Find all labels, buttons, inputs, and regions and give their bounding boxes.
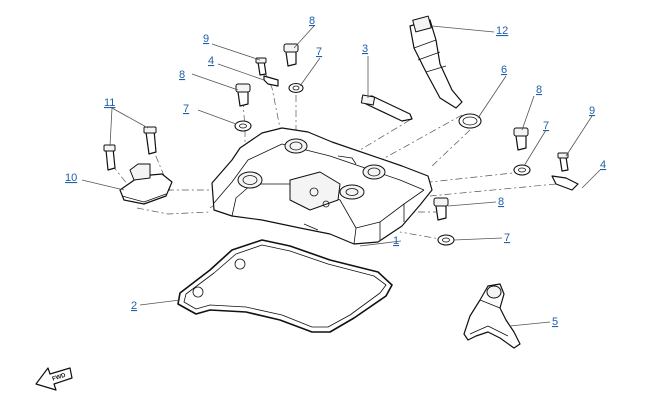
callout-4[interactable]: 4	[208, 55, 214, 67]
callout-7[interactable]: 7	[316, 46, 322, 58]
bolts-part-11[interactable]	[103, 126, 157, 171]
breather-cover-part[interactable]	[119, 163, 173, 205]
fwd-label: FWD	[52, 373, 67, 383]
callout-6[interactable]: 6	[501, 64, 507, 76]
bolts-part-8[interactable]	[235, 43, 529, 221]
fwd-arrow-icon: FWD	[35, 367, 73, 391]
callout-7[interactable]: 7	[504, 232, 510, 244]
callout-2[interactable]: 2	[131, 300, 137, 312]
callout-8[interactable]: 8	[179, 69, 185, 81]
callout-8[interactable]: 8	[536, 84, 542, 96]
gasket-part[interactable]	[177, 239, 393, 333]
callout-7[interactable]: 7	[183, 103, 189, 115]
leader-lines	[81, 25, 601, 327]
callout-3[interactable]: 3	[362, 43, 368, 55]
washers-part-7[interactable]	[234, 82, 531, 246]
callout-1[interactable]: 1	[393, 235, 399, 247]
callout-8[interactable]: 8	[498, 196, 504, 208]
callout-10[interactable]: 10	[65, 172, 77, 184]
clips-part-4[interactable]	[263, 75, 579, 191]
callout-11[interactable]: 11	[104, 97, 115, 109]
callout-5[interactable]: 5	[552, 316, 558, 328]
callout-7[interactable]: 7	[543, 120, 549, 132]
valve-cover-part[interactable]	[211, 127, 433, 245]
ignition-coil-part[interactable]	[409, 15, 463, 109]
callout-12[interactable]: 12	[496, 25, 508, 37]
callout-8[interactable]: 8	[309, 15, 315, 27]
callout-9[interactable]: 9	[589, 105, 595, 117]
callout-9[interactable]: 9	[203, 33, 209, 45]
seal-ring-part[interactable]	[458, 113, 482, 129]
callout-4[interactable]: 4	[600, 159, 606, 171]
bolts-part-9[interactable]	[255, 57, 569, 172]
callouts: 1 2 3 4 4 5 6 7 7 7 7 8 8 8 8 9 9 10 11 …	[65, 15, 606, 328]
bracket-part-5[interactable]	[463, 283, 521, 349]
breather-strap-part[interactable]	[360, 94, 413, 122]
